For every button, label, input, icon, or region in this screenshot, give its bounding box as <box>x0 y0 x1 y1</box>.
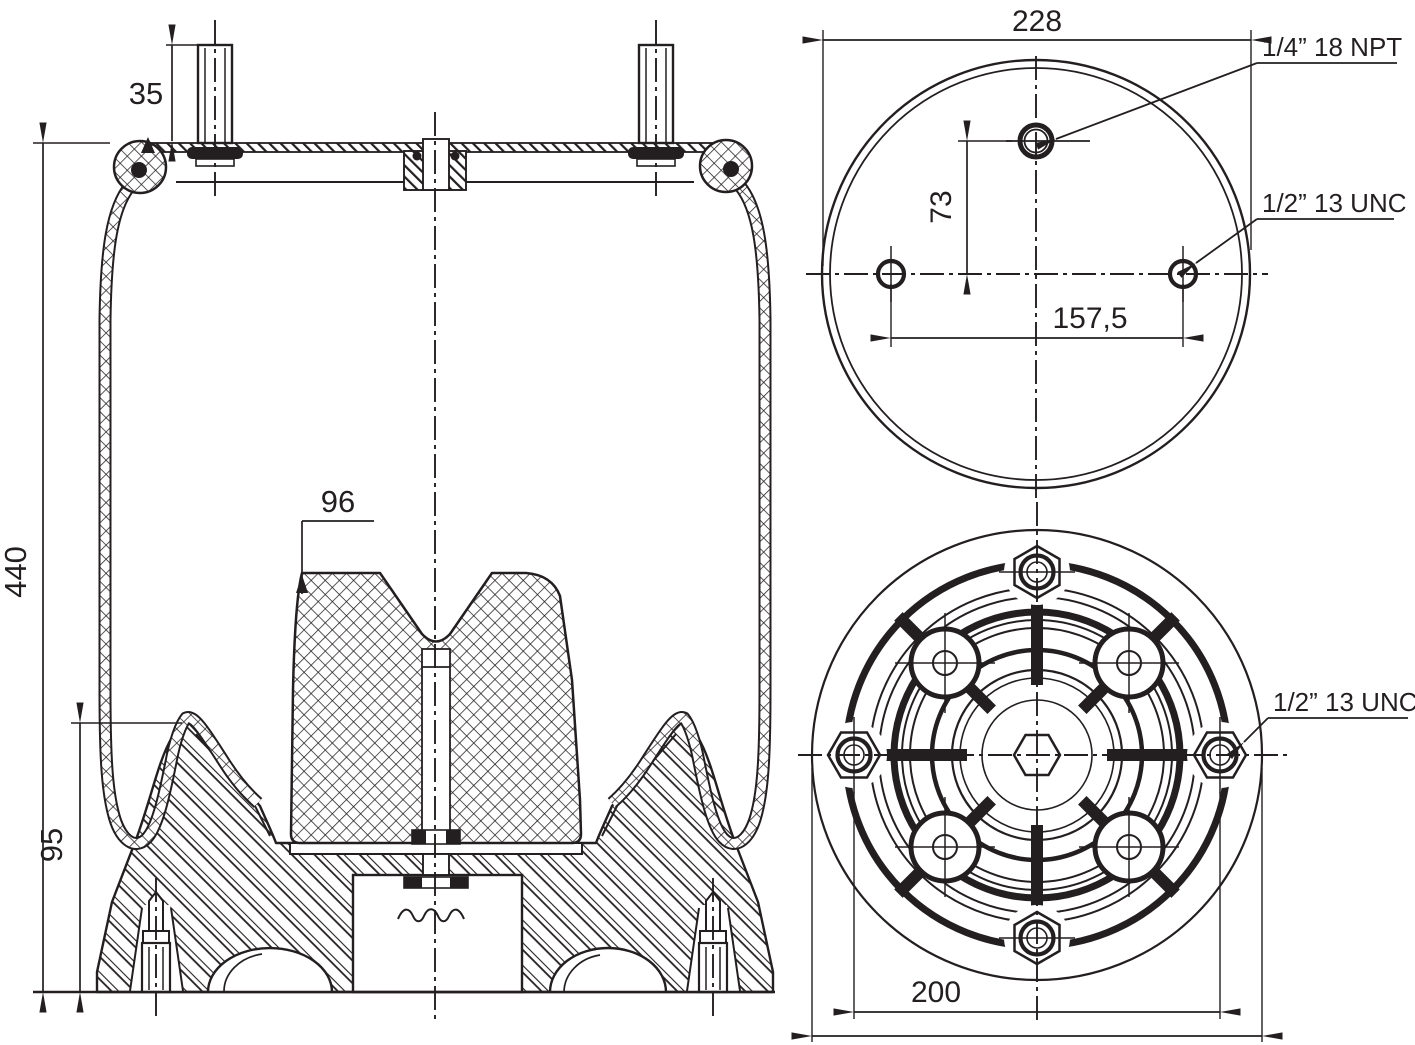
piston-rib-domes <box>206 946 668 993</box>
bead-ring-left <box>112 139 168 195</box>
label-text-unc-bottom: 1/2” 13 UNC <box>1273 687 1415 717</box>
dim-overall-width <box>791 768 1283 1042</box>
dim-plate-width: 228 <box>802 5 1272 266</box>
dim-stud-protrusion: 35 <box>129 24 199 162</box>
air-inlet-boss <box>403 138 467 191</box>
dim-text-95: 95 <box>34 828 69 862</box>
seal-dot-right <box>450 151 460 161</box>
dim-text-157-5: 157,5 <box>1052 302 1127 335</box>
dim-stud-spacing: 157,5 <box>870 284 1204 347</box>
bead-ring-right <box>698 138 754 194</box>
center-pedestal <box>351 873 524 994</box>
dim-text-35: 35 <box>129 76 163 111</box>
rivet-boss-nw <box>895 613 995 713</box>
dim-text-200: 200 <box>911 976 961 1009</box>
top-view: 228 73 157,5 1/4” 18 NPT 1/2” 13 UNC <box>802 5 1407 498</box>
dim-text-440: 440 <box>0 546 33 598</box>
label-air-fitting: 1/4” 18 NPT <box>1035 32 1402 150</box>
rivet-boss-sw <box>895 797 995 897</box>
air-port <box>1006 122 1090 160</box>
bellows-wall-left <box>98 181 263 850</box>
front-section-view: 35 440 95 96 <box>0 20 775 1022</box>
dim-bolt-spacing: 200 <box>833 792 1241 1019</box>
top-centerlines <box>806 56 1268 498</box>
label-text-npt: 1/4” 18 NPT <box>1262 32 1402 62</box>
seal-dot-left <box>412 151 422 161</box>
dim-text-73: 73 <box>925 190 958 223</box>
dim-buffer-width: 96 <box>296 484 374 594</box>
front-centerlines <box>155 20 714 1022</box>
dim-overall-height: 440 <box>0 122 110 1013</box>
bellows-wall-right <box>607 181 772 850</box>
center-bolt <box>403 648 469 889</box>
dim-text-228: 228 <box>1012 5 1062 38</box>
bottom-view: 200 1/2” 13 UNC <box>791 502 1415 1042</box>
label-stud-top-view: 1/2” 13 UNC <box>1177 188 1407 278</box>
dim-text-96: 96 <box>321 484 355 519</box>
dim-piston-height: 95 <box>34 702 182 1013</box>
rivet-boss-se <box>1079 797 1179 897</box>
dim-port-offset: 73 <box>925 120 1012 295</box>
rivet-boss-ne <box>1079 613 1179 713</box>
label-text-unc-top: 1/2” 13 UNC <box>1262 188 1407 218</box>
bottom-centerlines <box>798 502 1292 1022</box>
label-stud-bottom-view: 1/2” 13 UNC <box>1226 687 1415 760</box>
